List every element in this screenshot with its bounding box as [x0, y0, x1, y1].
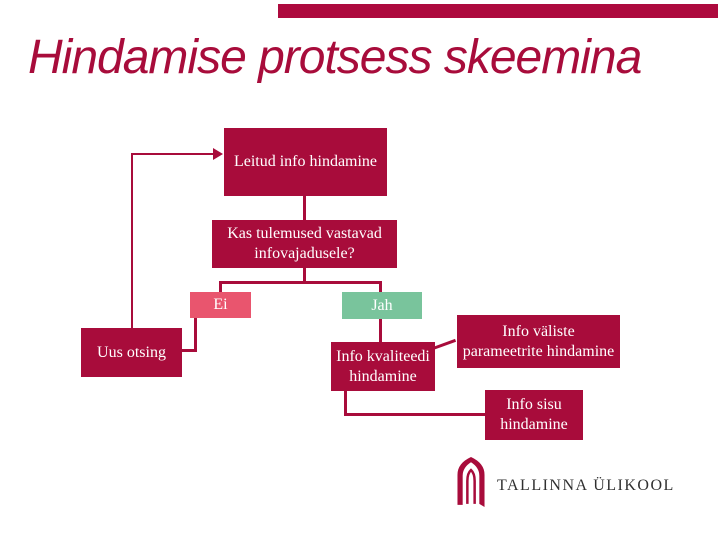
node-label-line2: hindamine	[500, 416, 568, 433]
node-label-line2: hindamine	[349, 367, 417, 385]
connector-leitud-kas-line	[303, 196, 306, 220]
arch-logo-icon	[457, 457, 485, 507]
node-label-line1: Kas tulemused vastavad	[227, 225, 382, 242]
connector-branch-to-jah-line	[379, 281, 382, 292]
node-label-line2: infovajadusele?	[254, 245, 355, 262]
connector-kvaliteet-valised-line	[432, 338, 457, 350]
connector-loop-horizontal-line	[131, 153, 215, 155]
university-logo-text: TALLINNA ÜLIKOOL	[497, 477, 675, 494]
node-leitud-info-hindamine: Leitud info hindamine	[224, 128, 387, 196]
arrowhead-icon	[213, 148, 223, 160]
node-label: Leitud info hindamine	[233, 153, 378, 170]
node-label-line1: Info kvaliteedi	[336, 347, 430, 365]
node-label: Ei	[213, 296, 228, 313]
node-info-kvaliteedi-hindamine: Info kvaliteedi hindamine	[331, 342, 435, 391]
connector-branch-horizontal-line	[219, 281, 382, 284]
node-info-sisu-hindamine: Info sisu hindamine	[485, 390, 583, 440]
node-jah: Jah	[342, 292, 422, 319]
connector-kvaliteet-down-line	[344, 391, 347, 415]
top-accent-bar	[278, 4, 718, 18]
node-info-valiste-parameetrite-hindamine: Info väliste parameetrite hindamine	[457, 315, 620, 368]
connector-ei-down-line	[194, 318, 197, 352]
node-label: Jah	[371, 296, 393, 314]
connector-branch-to-ei-line	[219, 281, 222, 292]
node-label: Uus otsing	[97, 343, 166, 361]
connector-ei-to-uus-line	[182, 349, 197, 352]
node-label-line2: parameetrite hindamine	[462, 342, 615, 360]
node-kas-tulemused: Kas tulemused vastavad infovajadusele?	[212, 220, 397, 268]
connector-to-sisu-line	[344, 413, 485, 416]
university-logo: TALLINNA ÜLIKOOL	[455, 456, 673, 508]
connector-kas-branch-stem-line	[303, 268, 306, 282]
node-uus-otsing: Uus otsing	[81, 328, 182, 377]
page-title: Hindamise protsess skeemina	[28, 31, 642, 84]
node-label-line1: Info väliste	[502, 322, 575, 340]
node-label-line1: Info sisu	[506, 396, 562, 413]
connector-loop-vertical-line	[131, 154, 133, 328]
node-ei: Ei	[190, 292, 251, 318]
connector-jah-kvaliteet-line	[379, 319, 382, 342]
